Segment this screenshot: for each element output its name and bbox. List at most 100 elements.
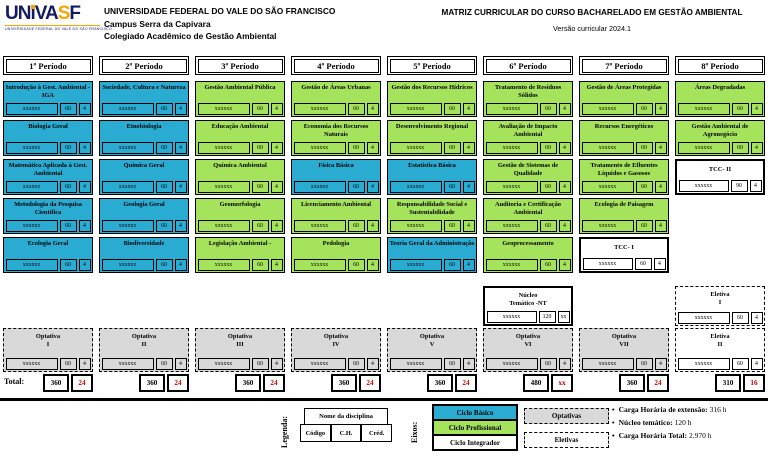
course-hours: 60 (539, 102, 557, 115)
course-code: xxxxxx (5, 141, 58, 154)
univasf-wordmark: UNiVASF (5, 4, 100, 24)
course-hours: 60 (347, 357, 365, 370)
course-credits: 4 (270, 180, 283, 193)
course-credits: 4 (558, 180, 571, 193)
course-hours: 60 (59, 180, 77, 193)
course-name-wrap: Licenciamento Ambiental (292, 199, 380, 220)
course-credits: 4 (174, 180, 187, 193)
summary-value: 316 h (709, 405, 727, 414)
course-hours: 60 (59, 357, 77, 370)
course-hours: 60 (443, 357, 461, 370)
course-name-wrap: Avaliação de Impacto Ambiental (484, 121, 572, 142)
logo-subtext: UNIVERSIDADE FEDERAL DO VALE DO SÃO FRAN… (5, 25, 112, 31)
course-name-wrap: Ecologia de Paisagem (580, 199, 668, 220)
course-code: xxxxxx (677, 357, 730, 370)
course-code: xxxxxx (485, 102, 538, 115)
course-name: Gestão Ambiental de Agronegócio (691, 123, 749, 138)
course-name-wrap: Teoria Geral da Administração (388, 238, 476, 259)
course-hours: 60 (635, 357, 653, 370)
legend-col-cred: Créd. (361, 424, 393, 442)
period-total-hours: 360 (331, 374, 357, 392)
course-code: xxxxxx (389, 141, 442, 154)
course-name: Geomorfologia (219, 201, 261, 208)
course-name-wrap: Gestão de Áreas Urbanas (292, 82, 380, 103)
period-header-label: 2º Período (101, 58, 187, 73)
course-name: Áreas Degradadas (694, 84, 746, 91)
course-code: xxxxxx (293, 102, 346, 115)
course-code: xxxxxx (389, 258, 442, 271)
course-hours: 60 (443, 102, 461, 115)
course-credits: 4 (174, 357, 187, 370)
course-code: xxxxxx (5, 219, 58, 232)
period-header-label: 4º Período (293, 58, 379, 73)
course-hours: 60 (347, 180, 365, 193)
course-name-wrap: Geoprocessamento (484, 238, 572, 259)
course-hours: 60 (155, 180, 173, 193)
legend-sample-box: Nome da disciplina Código C.H. Créd. (300, 408, 393, 442)
course-name-wrap: Pedologia (292, 238, 380, 259)
course-hours: 60 (251, 258, 269, 271)
course-code: xxxxxx (581, 102, 634, 115)
course-hours: 60 (251, 141, 269, 154)
course-hours: 60 (635, 141, 653, 154)
course-name: Eletiva (710, 333, 730, 340)
period-header-label: 5º Período (389, 58, 475, 73)
course-name: Química Ambiental (213, 162, 267, 169)
period-total-hours: 360 (43, 374, 69, 392)
period-header: 7º Período (579, 56, 669, 75)
course-credits: 4 (462, 219, 475, 232)
course-name-wrap: Física Básica (292, 160, 380, 181)
course-hours: 60 (731, 311, 749, 324)
course-code: xxxxxx (101, 258, 154, 271)
course-code: xxxxxx (485, 219, 538, 232)
course-name: Ecologia de Paisagem (594, 201, 654, 208)
course-code: xxxxxx (581, 141, 634, 154)
course-name: Eletiva (710, 291, 730, 298)
course-hours: 60 (443, 180, 461, 193)
course-code: xxxxxx (5, 357, 58, 370)
course-name-line2: III (236, 341, 244, 348)
period-total-credits: 24 (647, 374, 669, 392)
course-name: Tratamento de Efluentes Líquidos e Gasos… (590, 162, 658, 177)
course-code: xxxxxx (677, 311, 730, 324)
page-title: MATRIZ CURRICULAR DO CURSO BACHARELADO E… (441, 8, 743, 17)
course-credits: 4 (654, 141, 667, 154)
course-code: xxxxxx (678, 179, 729, 192)
period-total-credits: 16 (743, 374, 765, 392)
course-credits: 4 (174, 141, 187, 154)
course-code: xxxxxx (677, 102, 730, 115)
course-name-line2: I (718, 299, 722, 306)
course-name-wrap: Gestão Ambiental Pública (196, 82, 284, 103)
